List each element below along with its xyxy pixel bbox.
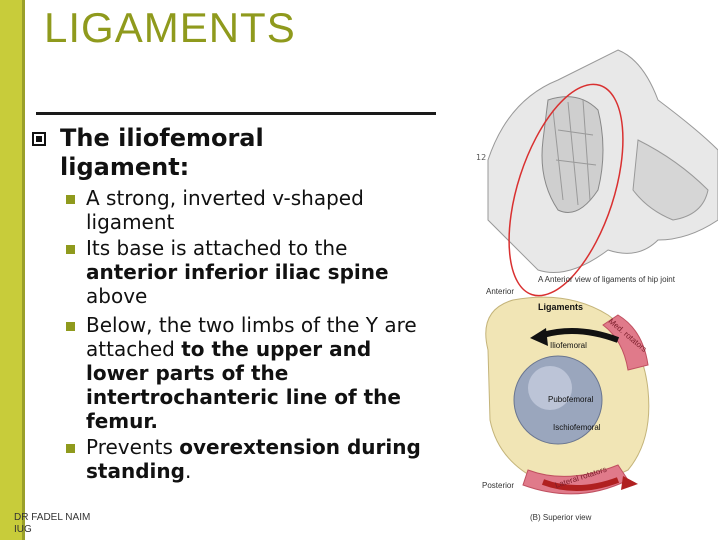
- bullet-icon: [66, 245, 75, 254]
- top-figure-caption: A Anterior view of ligaments of hip join…: [538, 275, 676, 284]
- hip-joint-figure: 12 A Anterior view of ligaments of hip j…: [468, 40, 718, 522]
- bullet-point-2: Its base is attached to the anterior inf…: [86, 236, 426, 308]
- footer-credit: DR FADEL NAIM IUG: [14, 512, 90, 536]
- highlight-circle: [508, 83, 624, 297]
- main-bullet-icon: [32, 132, 46, 146]
- ligaments-label: Ligaments: [538, 302, 583, 312]
- posterior-label: Posterior: [482, 481, 514, 490]
- bullet-1-text: A strong, inverted v-shaped ligament: [86, 186, 364, 234]
- bullet-point-1: A strong, inverted v-shaped ligament: [86, 186, 426, 234]
- bullet-4-tail: .: [184, 459, 192, 483]
- left-accent-bar: [0, 0, 22, 540]
- bullet-point-3: Below, the two limbs of the Y are attach…: [86, 313, 426, 433]
- slide-title: LIGAMENTS: [44, 4, 296, 51]
- bullet-2-text: Its base is attached to the: [86, 236, 348, 260]
- footer-author: DR FADEL NAIM: [14, 512, 91, 523]
- marker-12: 12: [476, 153, 486, 162]
- bullet-point-4: Prevents overextension during standing.: [86, 435, 426, 483]
- bullet-4-text: Prevents: [86, 435, 180, 459]
- bullet-icon: [66, 444, 75, 453]
- left-accent-stripe: [22, 0, 25, 540]
- bullet-2-bold: anterior inferior iliac spine: [86, 260, 389, 284]
- iliofemoral-label: Iliofemoral: [550, 341, 587, 350]
- bullet-icon: [66, 322, 75, 331]
- bullet-4-bold: overextension during standing: [86, 435, 421, 483]
- anterior-label: Anterior: [486, 287, 514, 296]
- title-rule: [36, 112, 436, 115]
- hip-superior-view: Ligaments Med. rotators Iliofemoral Pubo…: [482, 296, 650, 522]
- hip-anterior-illustration: 12 A Anterior view of ligaments of hip j…: [468, 40, 718, 297]
- main-point: The iliofemoral ligament:: [60, 124, 264, 181]
- bottom-figure-caption: (B) Superior view: [530, 513, 592, 522]
- pubofemoral-label: Pubofemoral: [548, 395, 594, 404]
- bullet-2-tail: above: [86, 284, 148, 308]
- ischiofemoral-label: Ischiofemoral: [553, 423, 601, 432]
- footer-institution: IUG: [14, 524, 32, 535]
- bullet-3-text: Below, the two limbs of the Y are attach…: [86, 313, 417, 361]
- bullet-icon: [66, 195, 75, 204]
- bullet-3-bold: to the upper and lower parts of the inte…: [86, 337, 401, 433]
